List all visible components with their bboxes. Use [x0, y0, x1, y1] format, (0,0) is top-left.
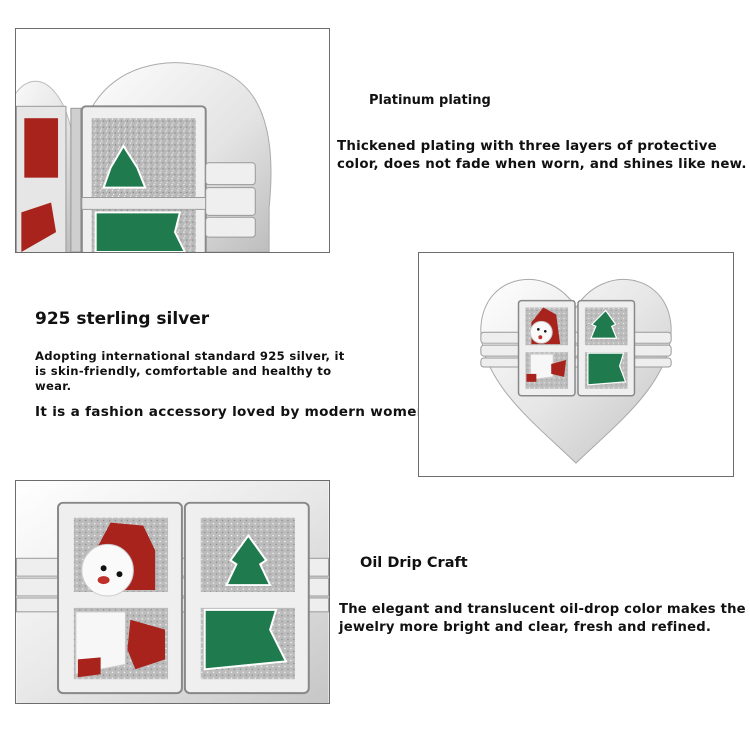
- product-image-oil-drip-closeup: [15, 480, 330, 704]
- product-image-full-heart: [418, 252, 734, 477]
- description-line: wear.: [35, 379, 72, 393]
- feature-description-silver: Adopting international standard 925 silv…: [35, 349, 345, 394]
- product-image-platinum-closeup: [15, 28, 330, 253]
- feature-title-silver: 925 sterling silver: [35, 309, 210, 329]
- feature-description-platinum: Thickened plating with three layers of p…: [337, 138, 747, 174]
- description-line: Adopting international standard 925 silv…: [35, 349, 345, 363]
- feature-title-oil-drip: Oil Drip Craft: [360, 555, 468, 571]
- heart-charm-closeup-illustration: [16, 62, 272, 252]
- heart-charm-windows-illustration: [16, 481, 329, 703]
- heart-charm-illustration: [480, 278, 672, 464]
- description-line: is skin-friendly, comfortable and health…: [35, 364, 332, 378]
- feature-title-platinum: Platinum plating: [369, 93, 491, 108]
- description-line: jewelry more bright and clear, fresh and…: [339, 620, 712, 635]
- feature-description-oil-drip: The elegant and translucent oil-drop col…: [339, 601, 746, 637]
- description-line: color, does not fade when worn, and shin…: [337, 157, 747, 172]
- description-line: Thickened plating with three layers of p…: [337, 139, 717, 154]
- feature-tagline-silver: It is a fashion accessory loved by moder…: [35, 404, 433, 420]
- description-line: The elegant and translucent oil-drop col…: [339, 602, 746, 617]
